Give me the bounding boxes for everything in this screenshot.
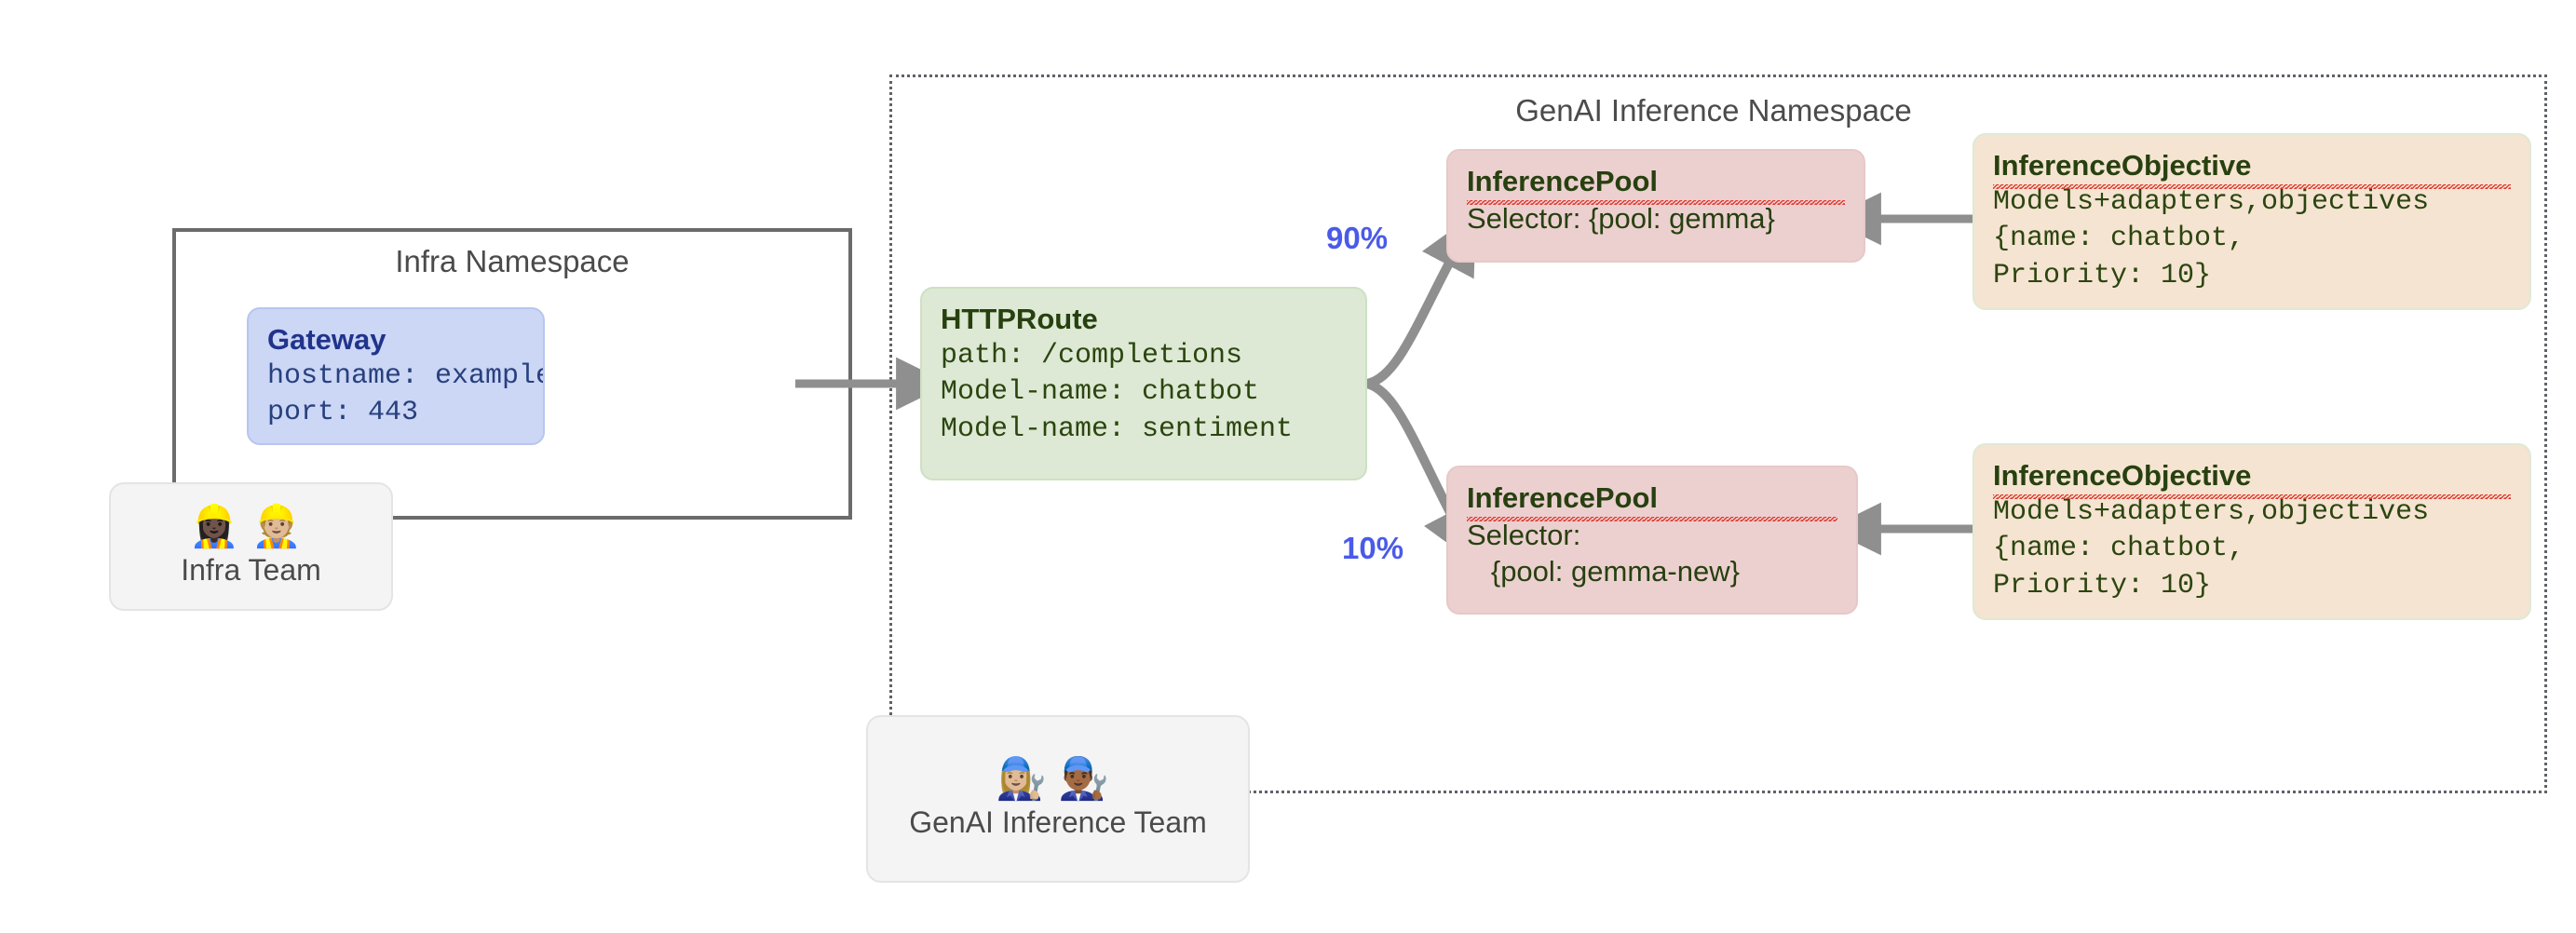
inferenceobjective-bottom-line-priority: Priority: 10}: [1993, 569, 2212, 602]
team-card-genai[interactable]: 👩🏼‍🔧👨🏾‍🔧 GenAI Inference Team: [866, 715, 1250, 883]
httproute-path: path: /completions: [941, 339, 1243, 372]
card-inferenceobjective-top[interactable]: InferenceObjective Models+adapters,objec…: [1973, 133, 2531, 310]
genai-team-label: GenAI Inference Team: [909, 805, 1207, 839]
namespace-boundary-infra: [172, 228, 852, 520]
namespace-title-genai: GenAI Inference Namespace: [1515, 93, 1912, 128]
gateway-title: Gateway: [267, 323, 386, 356]
inferencepool-gemma-selector: Selector: {pool: gemma}: [1467, 201, 1775, 235]
card-gateway[interactable]: Gateway hostname: example.com port: 443: [247, 307, 545, 445]
inferencepool-gemma-new-selector: Selector:: [1467, 518, 1581, 551]
namespace-title-infra: Infra Namespace: [395, 244, 630, 278]
namespace-boundary-genai: [889, 74, 2547, 793]
inferenceobjective-top-line-models: Models+adapters,objectives: [1993, 185, 2430, 218]
genai-team-avatars: 👩🏼‍🔧👨🏾‍🔧: [996, 754, 1120, 803]
card-inferencepool-gemma-new[interactable]: InferencePool Selector: {pool: gemma-new…: [1446, 466, 1858, 615]
httproute-model-name-sentiment: Model-name: sentiment: [941, 412, 1294, 445]
team-card-infra[interactable]: 👷🏿‍♀️👷🏼 Infra Team: [109, 482, 393, 611]
inferencepool-gemma-new-title: InferencePool: [1467, 480, 1837, 521]
infra-team-avatars: 👷🏿‍♀️👷🏼: [188, 502, 314, 550]
infra-team-label: Infra Team: [181, 552, 321, 587]
inferenceobjective-bottom-title: InferenceObjective: [1993, 458, 2511, 499]
gateway-hostname: hostname: example.com: [267, 359, 543, 392]
card-httproute[interactable]: HTTPRoute path: /completions Model-name:…: [920, 287, 1367, 480]
inferenceobjective-bottom-line-models: Models+adapters,objectives: [1993, 495, 2430, 528]
inferenceobjective-top-line-priority: Priority: 10}: [1993, 259, 2212, 291]
card-inferencepool-gemma[interactable]: InferencePool Selector: {pool: gemma}: [1446, 149, 1865, 263]
inferenceobjective-top-line-name: {name: chatbot,: [1993, 223, 2245, 255]
weight-label-90: 90%: [1326, 221, 1389, 255]
gateway-port: port: 443: [267, 397, 419, 429]
httproute-title: HTTPRoute: [941, 303, 1098, 335]
httproute-model-name-chatbot: Model-name: chatbot: [941, 376, 1260, 409]
inferenceobjective-bottom-line-name: {name: chatbot,: [1993, 533, 2245, 565]
inferencepool-gemma-new-selector-value: {pool: gemma-new}: [1467, 555, 1740, 588]
inferencepool-gemma-title: InferencePool: [1467, 164, 1845, 205]
weight-label-10: 10%: [1342, 531, 1404, 565]
card-inferenceobjective-bottom[interactable]: InferenceObjective Models+adapters,objec…: [1973, 443, 2531, 620]
inferenceobjective-top-title: InferenceObjective: [1993, 148, 2511, 189]
